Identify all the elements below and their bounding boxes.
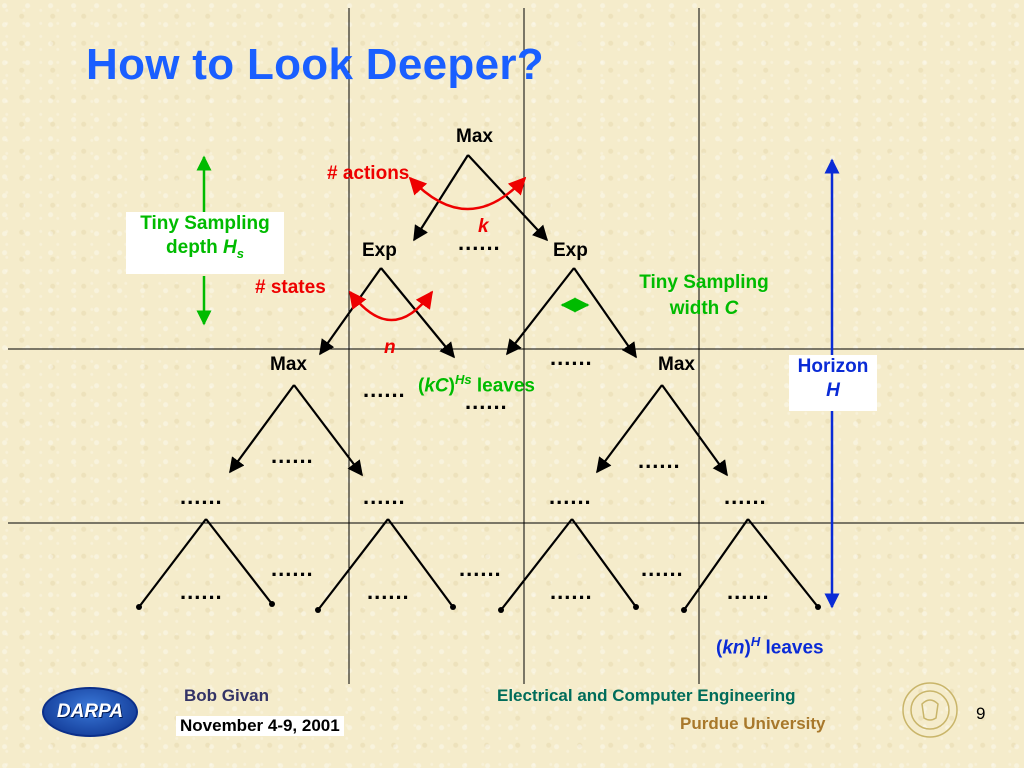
ellipsis: ...... bbox=[724, 484, 767, 509]
ellipsis: ...... bbox=[459, 556, 502, 581]
ellipsis: ...... bbox=[550, 579, 593, 604]
kc-leaves-label: (kC)Hs leaves bbox=[418, 372, 535, 397]
ellipsis: ...... bbox=[180, 579, 223, 604]
page-number: 9 bbox=[976, 704, 986, 723]
presentation-date: November 4-9, 2001 bbox=[176, 716, 344, 736]
exp-right-label: Exp bbox=[553, 240, 588, 261]
kn-leaves-label: (kn)H leaves bbox=[716, 634, 824, 659]
ellipsis: ...... bbox=[271, 443, 314, 468]
tiny-sampling-width-label: Tiny Sampling width C bbox=[624, 270, 784, 322]
tiny-depth-line2: depth Hs bbox=[166, 237, 244, 261]
leaf-dots bbox=[136, 601, 821, 613]
ellipsis: ...... bbox=[549, 484, 592, 509]
actions-arc bbox=[408, 176, 527, 211]
university-name: Purdue University bbox=[680, 714, 826, 733]
ellipsis: ...... bbox=[641, 556, 684, 581]
max-left-label: Max bbox=[270, 354, 307, 375]
tiny-sampling-depth-label: Tiny Sampling depth Hs bbox=[126, 212, 284, 274]
slide-title: How to Look Deeper? bbox=[86, 40, 544, 89]
states-label: # states bbox=[255, 277, 326, 298]
author-name: Bob Givan bbox=[184, 686, 270, 705]
horizon-line1: Horizon bbox=[797, 356, 869, 377]
tiny-width-line1: Tiny Sampling bbox=[639, 272, 769, 293]
actions-label: # actions bbox=[327, 163, 410, 184]
max-right-label: Max bbox=[658, 354, 695, 375]
ellipsis: ...... bbox=[465, 389, 508, 414]
ellipsis: ...... bbox=[727, 579, 770, 604]
horizon-label: Horizon H bbox=[789, 355, 877, 411]
states-arc bbox=[348, 290, 434, 322]
tiny-width-line2: width C bbox=[669, 298, 739, 319]
ellipsis: ...... bbox=[363, 377, 406, 402]
tiny-depth-line1: Tiny Sampling bbox=[140, 213, 270, 234]
ellipsis: ...... bbox=[271, 556, 314, 581]
ellipsis: ...... bbox=[363, 484, 406, 509]
tree-edges bbox=[138, 154, 819, 611]
ellipsis: ...... bbox=[638, 448, 681, 473]
ellipsis: ...... bbox=[180, 484, 223, 509]
horizon-var: H bbox=[826, 380, 840, 401]
n-label: n bbox=[384, 337, 396, 358]
k-label: k bbox=[478, 216, 489, 237]
ellipsis: ...... bbox=[550, 345, 593, 370]
darpa-logo-icon: DARPA bbox=[42, 687, 138, 737]
root-max-label: Max bbox=[456, 126, 493, 147]
purdue-seal-icon bbox=[902, 682, 958, 738]
ellipsis: ...... bbox=[367, 579, 410, 604]
exp-left-label: Exp bbox=[362, 240, 397, 261]
grid-lines bbox=[8, 8, 1024, 684]
department-name: Electrical and Computer Engineering bbox=[497, 686, 796, 705]
ellipsis: ...... bbox=[458, 230, 501, 255]
